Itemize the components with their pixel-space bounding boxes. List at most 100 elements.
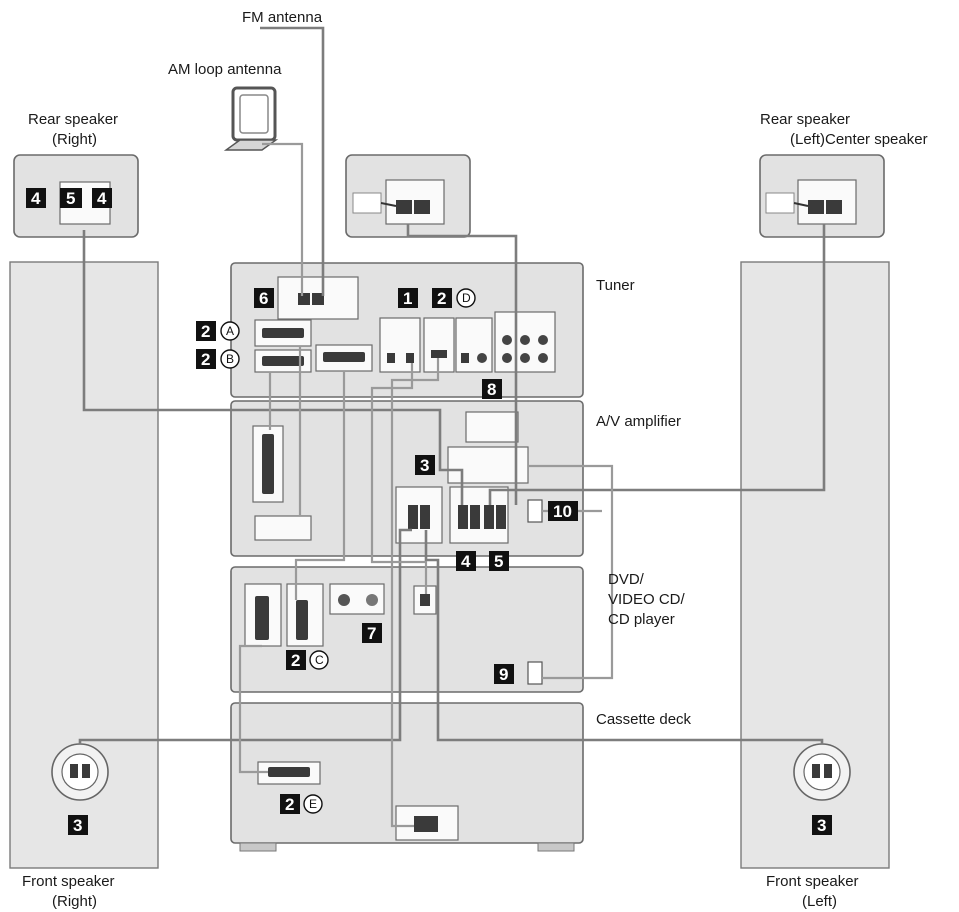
- rear-left-terminal-right: [826, 200, 842, 214]
- marker-3-front-left: [812, 815, 832, 835]
- center-terminal-right: [414, 200, 430, 214]
- rear-left-terminal-left: [808, 200, 824, 214]
- amp-system-connector: [262, 434, 274, 494]
- center-arrow: [380, 202, 397, 207]
- marker-4-rear-right-b-text: 4: [97, 189, 107, 208]
- marker-3-amp-text: 3: [420, 456, 429, 475]
- rear-right-label-2: (Right): [52, 131, 97, 148]
- marker-5-amp-text: 5: [494, 552, 503, 571]
- amp-rear-terminal-b: [470, 505, 480, 529]
- front-left-terminal-inner: [803, 753, 841, 791]
- rear-left-arrow: [793, 202, 809, 207]
- dvd-video-jack-2: [366, 594, 378, 606]
- marker-2-a-text: 2: [201, 322, 210, 341]
- amp-center-terminal-b: [496, 505, 506, 529]
- marker-10: [548, 501, 578, 521]
- marker-2-b: [196, 349, 216, 369]
- amplifier-label: A/V amplifier: [596, 413, 681, 430]
- foot-right: [537, 842, 575, 852]
- marker-5-amp: [489, 551, 509, 571]
- letter-a-circle: [220, 321, 240, 341]
- center-speaker-label-plate: [352, 192, 382, 214]
- connection-wires: [78, 26, 826, 828]
- front-right-terminal-b: [82, 764, 90, 778]
- front-left-label-1: Front speaker: [766, 873, 859, 890]
- marker-4-rear-right-b: [92, 188, 112, 208]
- rca-2: [520, 335, 530, 345]
- amp-rear-terminal-a: [458, 505, 468, 529]
- marker-2-e-text: 2: [285, 795, 294, 814]
- rear-left-label-2: (Left)Center speaker: [790, 131, 928, 148]
- center-terminal-left: [396, 200, 412, 214]
- amp-front-terminal-b: [420, 505, 430, 529]
- letter-e-circle: [303, 794, 323, 814]
- letter-e: E: [309, 797, 317, 811]
- rear-left-label-1: Rear speaker: [760, 111, 850, 128]
- letter-d-circle: [456, 288, 476, 308]
- marker-9: [494, 664, 514, 684]
- marker-1: [398, 288, 418, 308]
- dvd-connector-c: [296, 600, 308, 640]
- amp-control-panel: [254, 515, 312, 541]
- rear-right-label-1: Rear speaker: [28, 111, 118, 128]
- marker-9-text: 9: [499, 665, 508, 684]
- front-left-label-2: (Left): [802, 893, 837, 910]
- amp-ac-panel: [465, 411, 519, 443]
- marker-2-c: [286, 650, 306, 670]
- front-right-terminal-a: [70, 764, 78, 778]
- tuner-jack-2b: [477, 353, 487, 363]
- marker-6: [254, 288, 274, 308]
- marker-4-rear-right-a-text: 4: [31, 189, 41, 208]
- letter-c-circle: [309, 650, 329, 670]
- dvd-label-1: DVD/: [608, 571, 645, 588]
- marker-7: [362, 623, 382, 643]
- marker-2-d: [432, 288, 452, 308]
- tuner-jack-panel-2: [455, 317, 493, 373]
- amp-center-terminal-a: [484, 505, 494, 529]
- cassette-output-jack: [414, 816, 438, 832]
- front-right-terminal-inner: [61, 753, 99, 791]
- tuner-jack-1a: [387, 353, 395, 363]
- am-antenna-label: AM loop antenna: [168, 61, 282, 78]
- tuner-jack-1b: [406, 353, 414, 363]
- tuner-output-connector: [323, 352, 365, 362]
- fm-antenna-label: FM antenna: [242, 9, 323, 26]
- connector-a: [262, 328, 304, 338]
- marker-10-text: 10: [553, 502, 572, 521]
- marker-3-amp: [415, 455, 435, 475]
- front-right-label-1: Front speaker: [22, 873, 115, 890]
- marker-2-b-text: 2: [201, 350, 210, 369]
- dvd-power-cord-plug: [527, 661, 543, 685]
- marker-2-c-text: 2: [291, 651, 300, 670]
- marker-5-rear-right: [60, 188, 82, 208]
- front-right-label-2: (Right): [52, 893, 97, 910]
- marker-4-amp-text: 4: [461, 552, 471, 571]
- amp-front-terminal-panel: [395, 486, 443, 544]
- rear-left-label-plate: [765, 192, 795, 214]
- marker-2-d-text: 2: [437, 289, 446, 308]
- dvd-optical-jack: [420, 594, 430, 606]
- tuner-jack-d: [431, 350, 447, 358]
- tuner-jack-panel-1: [379, 317, 421, 373]
- marker-3-front-right-text: 3: [73, 816, 82, 835]
- rca-4: [502, 353, 512, 363]
- rca-3: [538, 335, 548, 345]
- marker-3-front-right: [68, 815, 88, 835]
- marker-5-rear-right-text: 5: [66, 189, 75, 208]
- tuner-jack-2a: [461, 353, 469, 363]
- dvd-connector-1: [255, 596, 269, 640]
- letter-a: A: [226, 324, 234, 338]
- connector-b: [262, 356, 304, 366]
- amp-front-terminal-a: [408, 505, 418, 529]
- am-loop-antenna: [223, 86, 279, 151]
- am-terminal: [298, 293, 310, 305]
- tuner-label: Tuner: [596, 277, 635, 294]
- dvd-video-jack-1: [338, 594, 350, 606]
- cassette-connector-e: [268, 767, 310, 777]
- rca-1: [502, 335, 512, 345]
- amp-output-panel: [447, 446, 529, 484]
- marker-4-amp: [456, 551, 476, 571]
- marker-8-text: 8: [487, 380, 496, 399]
- letter-c: C: [315, 653, 324, 667]
